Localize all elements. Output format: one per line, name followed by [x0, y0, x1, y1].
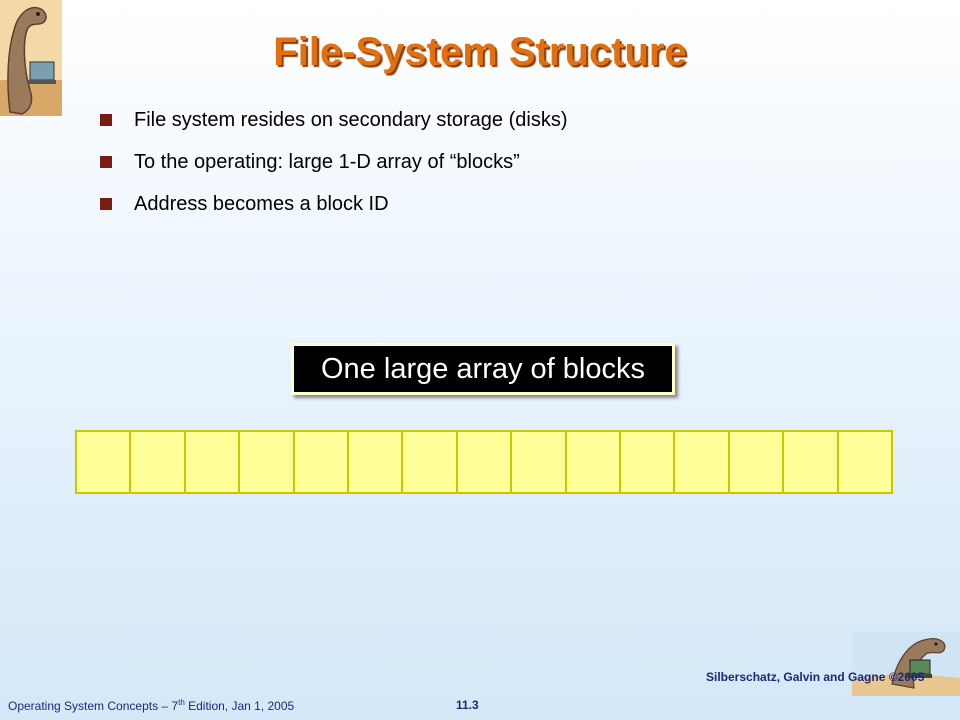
dinosaur-logo-icon — [0, 0, 62, 116]
block-cell — [349, 432, 404, 492]
bullet-item: File system resides on secondary storage… — [100, 108, 568, 150]
block-cell — [730, 432, 785, 492]
block-cell — [77, 432, 132, 492]
bullet-text: To the operating: large 1-D array of “bl… — [134, 151, 520, 173]
footer-page-number: 11.3 — [456, 698, 479, 712]
block-cell — [512, 432, 567, 492]
bullet-item: To the operating: large 1-D array of “bl… — [100, 150, 568, 192]
footer-book-title: Operating System Concepts – 7th Edition,… — [8, 698, 295, 713]
block-cell — [784, 432, 839, 492]
bullet-list: File system resides on secondary storage… — [100, 108, 568, 234]
square-bullet-icon — [100, 156, 112, 168]
array-callout-label: One large array of blocks — [291, 343, 675, 395]
square-bullet-icon — [100, 114, 112, 126]
square-bullet-icon — [100, 198, 112, 210]
block-cell — [675, 432, 730, 492]
block-cell — [839, 432, 891, 492]
block-cell — [186, 432, 241, 492]
dinosaur-laptop-icon — [852, 632, 960, 696]
bullet-text: Address becomes a block ID — [134, 193, 389, 215]
block-cell — [567, 432, 622, 492]
block-array — [75, 430, 893, 494]
block-cell — [403, 432, 458, 492]
block-cell — [131, 432, 186, 492]
block-cell — [458, 432, 513, 492]
block-cell — [240, 432, 295, 492]
bullet-item: Address becomes a block ID — [100, 192, 568, 234]
block-cell — [295, 432, 350, 492]
slide-title: File-System Structure — [273, 30, 687, 74]
bullet-text: File system resides on secondary storage… — [134, 109, 568, 131]
block-cell — [621, 432, 676, 492]
footer-copyright: Silberschatz, Galvin and Gagne ©2005 — [706, 670, 925, 684]
